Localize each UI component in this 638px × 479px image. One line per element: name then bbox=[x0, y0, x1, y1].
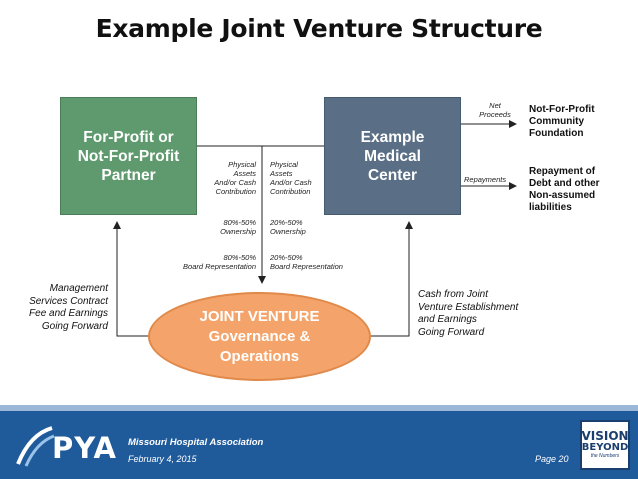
center-contribution-label: Physical Assets And/or Cash Contribution bbox=[270, 160, 312, 196]
logo-wordmark: PYA bbox=[52, 431, 117, 465]
foundation-destination: Not-For-Profit Community Foundation bbox=[529, 104, 595, 139]
organization-name: Missouri Hospital Association bbox=[128, 437, 264, 448]
partner-board-label: 80%-50% Board Representation bbox=[183, 253, 256, 271]
center-board-label: 20%-50% Board Representation bbox=[270, 253, 343, 271]
page-title: Example Joint Venture Structure bbox=[95, 14, 543, 43]
footer bbox=[0, 411, 638, 479]
page-number: Page 20 bbox=[535, 454, 569, 464]
badge-line-2: BEYOND bbox=[581, 442, 629, 453]
medical-center-box: Example Medical Center bbox=[324, 97, 461, 215]
center-ownership-label: 20%-50% Ownership bbox=[270, 218, 306, 236]
partner-box: For-Profit or Not-For-Profit Partner bbox=[60, 97, 197, 215]
repayment-destination: Repayment of Debt and other Non-assumed … bbox=[529, 166, 600, 213]
repayments-label: Repayments bbox=[464, 175, 507, 184]
footer-date: February 4, 2015 bbox=[128, 454, 197, 464]
management-fee-arrow bbox=[113, 221, 148, 337]
badge-line-3: the Numbers bbox=[590, 453, 620, 459]
joint-venture-oval: JOINT VENTURE Governance & Operations bbox=[148, 292, 371, 381]
partner-ownership-label: 80%-50% Ownership bbox=[220, 218, 256, 236]
cash-to-center-arrow bbox=[371, 221, 413, 337]
vision-beyond-badge: VISION BEYOND the Numbers bbox=[580, 420, 630, 470]
net-proceeds-label: Net Proceeds bbox=[479, 101, 511, 119]
pya-logo-icon bbox=[16, 426, 55, 467]
cash-from-jv-label: Cash from Joint Venture Establishment an… bbox=[418, 289, 519, 338]
footer-accent-bar bbox=[0, 405, 638, 411]
badge-line-1: VISION bbox=[581, 429, 629, 443]
partner-contribution-label: Physical Assets And/or Cash Contribution bbox=[214, 160, 256, 196]
management-fee-label: Management Services Contract Fee and Ear… bbox=[29, 283, 108, 332]
